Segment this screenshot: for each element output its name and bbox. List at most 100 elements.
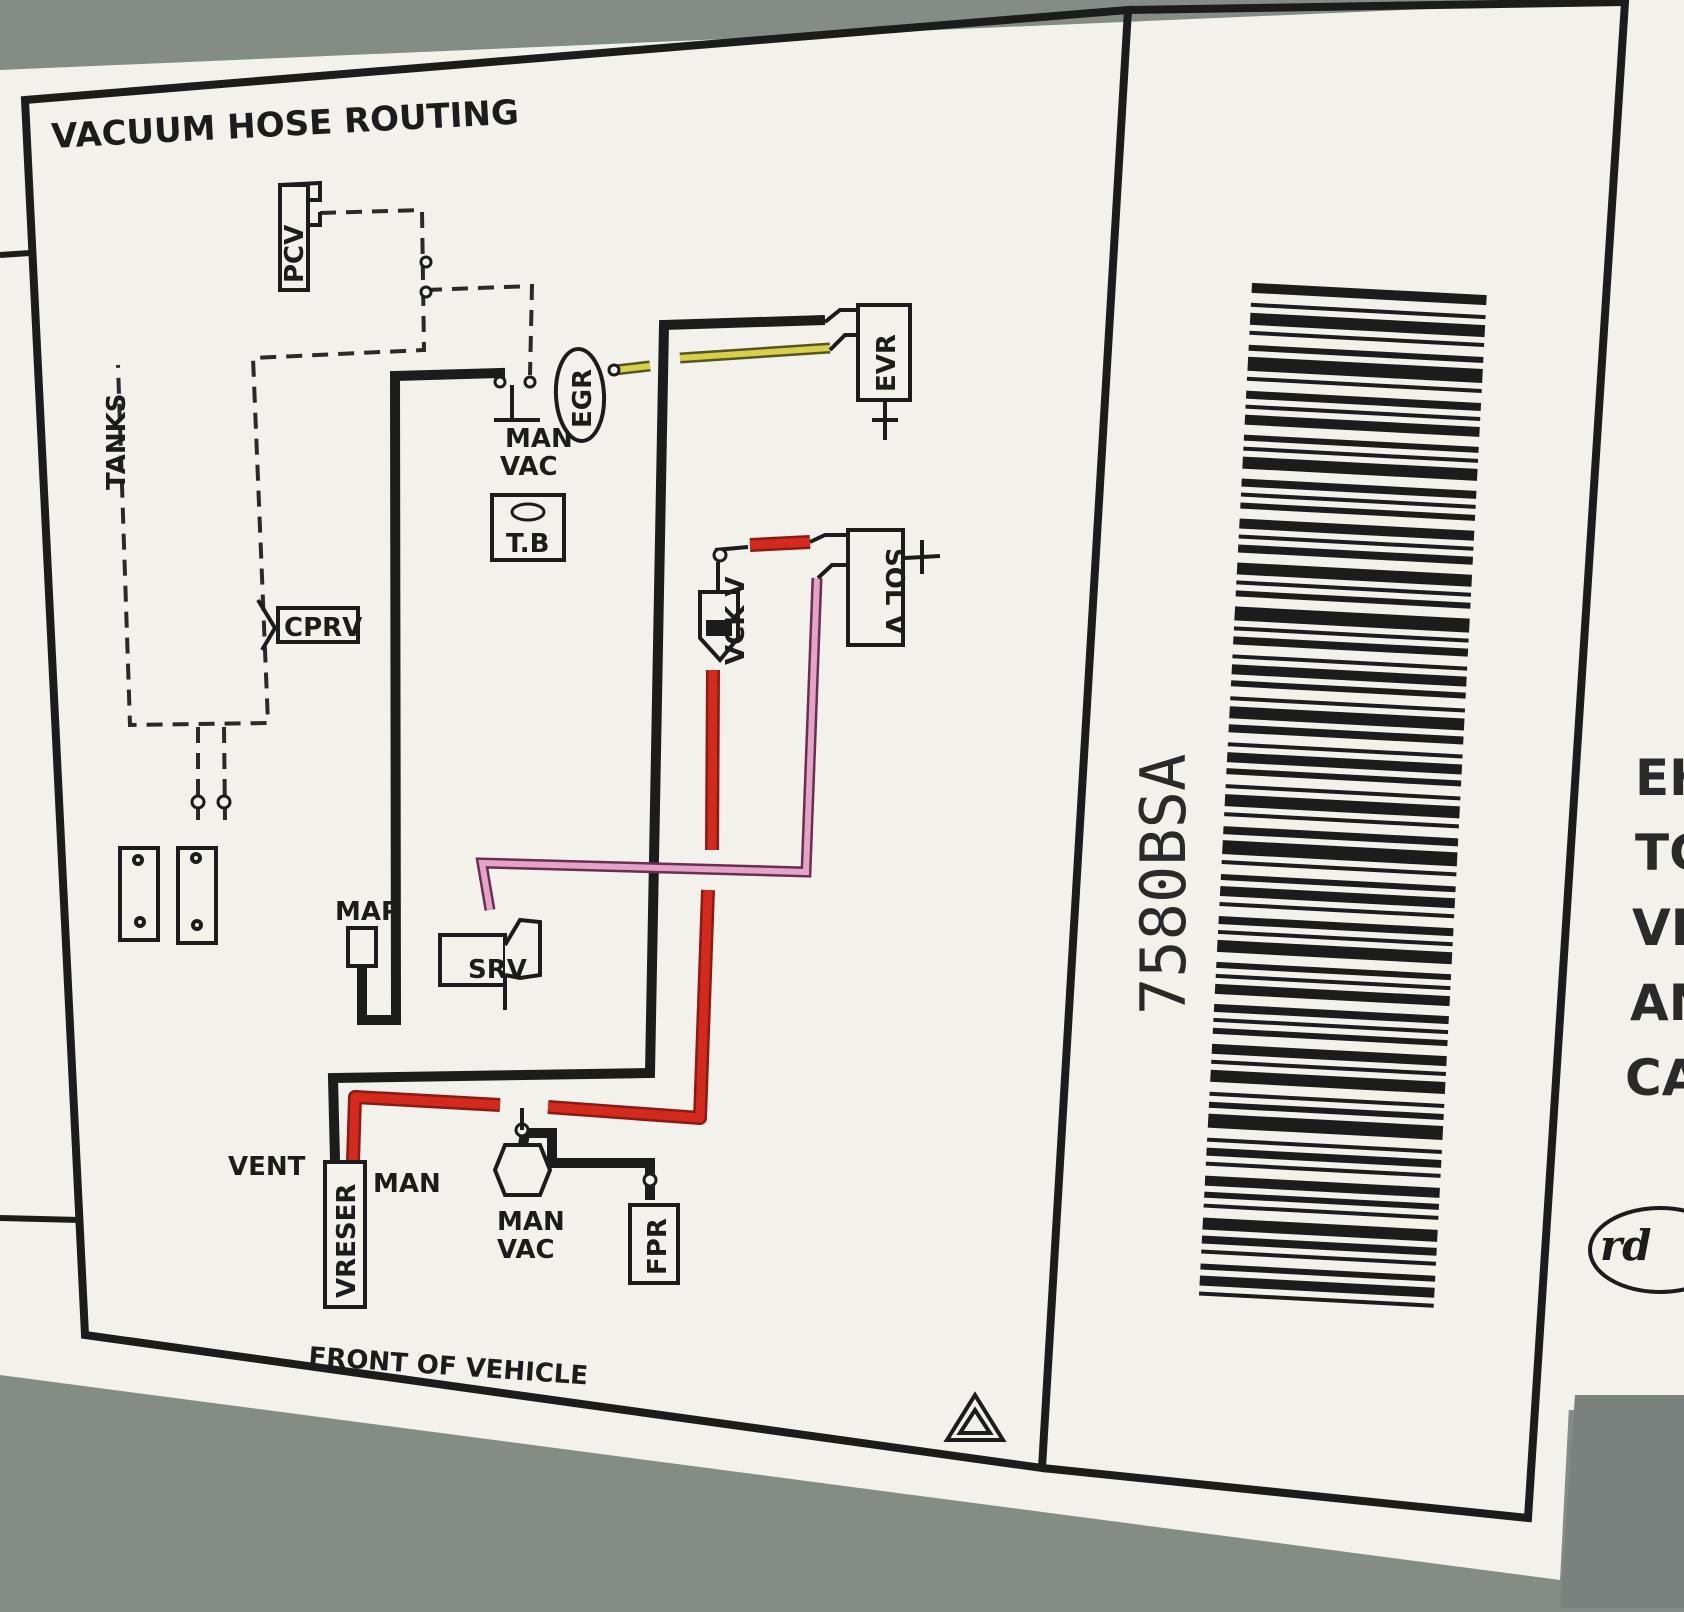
barcode-bar (1222, 840, 1458, 867)
cprv-label: CPRV (284, 613, 362, 643)
evr-solenoid: EVR (823, 303, 912, 440)
barcode-bar (1207, 1137, 1442, 1154)
dashed-hoses (116, 207, 535, 821)
side-line-2: TC (1635, 824, 1684, 882)
srv-label: SRV (468, 955, 527, 985)
barcode-bar (1213, 1017, 1449, 1035)
barcode-bar (1201, 1249, 1437, 1266)
barcode-bar (1206, 1147, 1442, 1168)
barcode-bar (1212, 1027, 1448, 1047)
barcode-bar (1245, 404, 1481, 421)
barcode-bar (1238, 534, 1474, 551)
barcode-bar (1243, 446, 1479, 463)
man-vac-top-label-1: MAN (505, 424, 573, 454)
yellow-hose (614, 342, 831, 376)
barcode-bar (1241, 478, 1477, 499)
left-edge-line-2 (0, 250, 31, 258)
barcode-bar (1198, 1291, 1434, 1308)
barcode-bar (1236, 580, 1472, 597)
side-line-1: EH (1635, 749, 1684, 807)
barcode-bar (1226, 752, 1463, 775)
red-hoses (346, 535, 811, 1163)
fuel-pressure-regulator: FPR (628, 1203, 680, 1285)
barcode-bar (1221, 860, 1457, 877)
barcode-bar (1228, 724, 1464, 745)
barcode-bar (1232, 654, 1468, 671)
barcode-bar (1251, 282, 1487, 306)
fuel-tanks (118, 846, 218, 945)
barcode-bar (1209, 1091, 1445, 1109)
fpr-label: FPR (643, 1218, 673, 1275)
barcode-bar (1236, 562, 1473, 587)
manifold-vacuum-bottom: MAN VAC (492, 1108, 565, 1265)
adjacent-card-shadow (1560, 1395, 1684, 1608)
barcode-bar (1250, 302, 1486, 320)
barcode-bar (1204, 1175, 1440, 1198)
barcode-bar (1233, 636, 1469, 657)
barcode-bar (1219, 901, 1455, 919)
evr-label: EVR (872, 334, 902, 392)
barcode-bar (1229, 706, 1465, 731)
barcode-bar (1217, 929, 1453, 947)
barcode-bar (1233, 626, 1469, 643)
barcode-bar (1235, 590, 1471, 609)
side-line-4: AN (1630, 974, 1684, 1032)
barcode-bar (1227, 742, 1463, 759)
barcode-bar (1246, 376, 1482, 393)
srv-valve: SRV (438, 917, 542, 1010)
map-label: MAP (335, 897, 400, 927)
right-frame-border (1041, 0, 1630, 1523)
barcode-bar (1239, 518, 1475, 541)
tanks-label: TANKS (102, 394, 132, 490)
sol-v-label: SOL V (879, 548, 909, 635)
ford-logo-icon (1588, 1206, 1684, 1294)
ford-logo-text: rd (1600, 1221, 1652, 1270)
barcode-bar (1220, 874, 1456, 893)
barcode-bar (1214, 983, 1450, 1007)
barcode-bar (1223, 826, 1459, 847)
man-label: MAN (373, 1169, 441, 1199)
barcode-bar (1249, 330, 1485, 348)
barcode-bar (1199, 1275, 1435, 1298)
man-vac-top-label-2: VAC (500, 452, 558, 482)
barcode-bar (1219, 885, 1456, 909)
sol-v-solenoid: SOL V (809, 528, 941, 647)
cprv-valve: CPRV (256, 598, 362, 652)
barcode-bar (1244, 414, 1480, 437)
barcode-bar (1249, 312, 1486, 338)
barcode-bar (1231, 664, 1467, 687)
egr-label: EGR (568, 369, 598, 428)
barcode-bar (1245, 390, 1482, 411)
barcode-bar (1205, 1161, 1441, 1178)
tb-label: T.B (506, 529, 549, 559)
barcode-bar (1240, 492, 1476, 509)
manifold-vacuum-top: MAN VAC (494, 385, 573, 482)
part-number: 7580BSA (1127, 754, 1200, 1015)
barcode-bar (1247, 356, 1483, 384)
side-line-5: CA (1625, 1049, 1684, 1107)
barcode-bar (1230, 696, 1466, 713)
barcode-bar (1226, 768, 1462, 787)
barcode-bar (1207, 1113, 1444, 1140)
pink-hose (475, 577, 823, 911)
barcode-bar (1230, 680, 1466, 699)
throttle-body: T.B (490, 493, 566, 562)
vck-v-label: VCK V (721, 576, 751, 665)
vacuum-check-valve: VCK V (698, 545, 751, 665)
barcode-bar (1224, 794, 1460, 819)
adjacent-label-card (1565, 0, 1684, 1410)
vacuum-reservoir: VRESER VENT MAN (228, 1152, 441, 1309)
barcode-bar (1216, 939, 1453, 965)
recycle-logo-icon (943, 1391, 1007, 1442)
barcode-bar (1224, 812, 1459, 829)
man-vac-bottom-label-1: MAN (497, 1207, 565, 1237)
map-sensor: MAP (335, 897, 400, 968)
barcode-bar (1200, 1263, 1436, 1282)
barcode-bar (1210, 1069, 1446, 1095)
barcode-bar (1240, 502, 1476, 521)
side-line-3: VE (1632, 899, 1684, 957)
barcode-bar (1218, 915, 1454, 937)
barcode-bar (1234, 606, 1470, 633)
